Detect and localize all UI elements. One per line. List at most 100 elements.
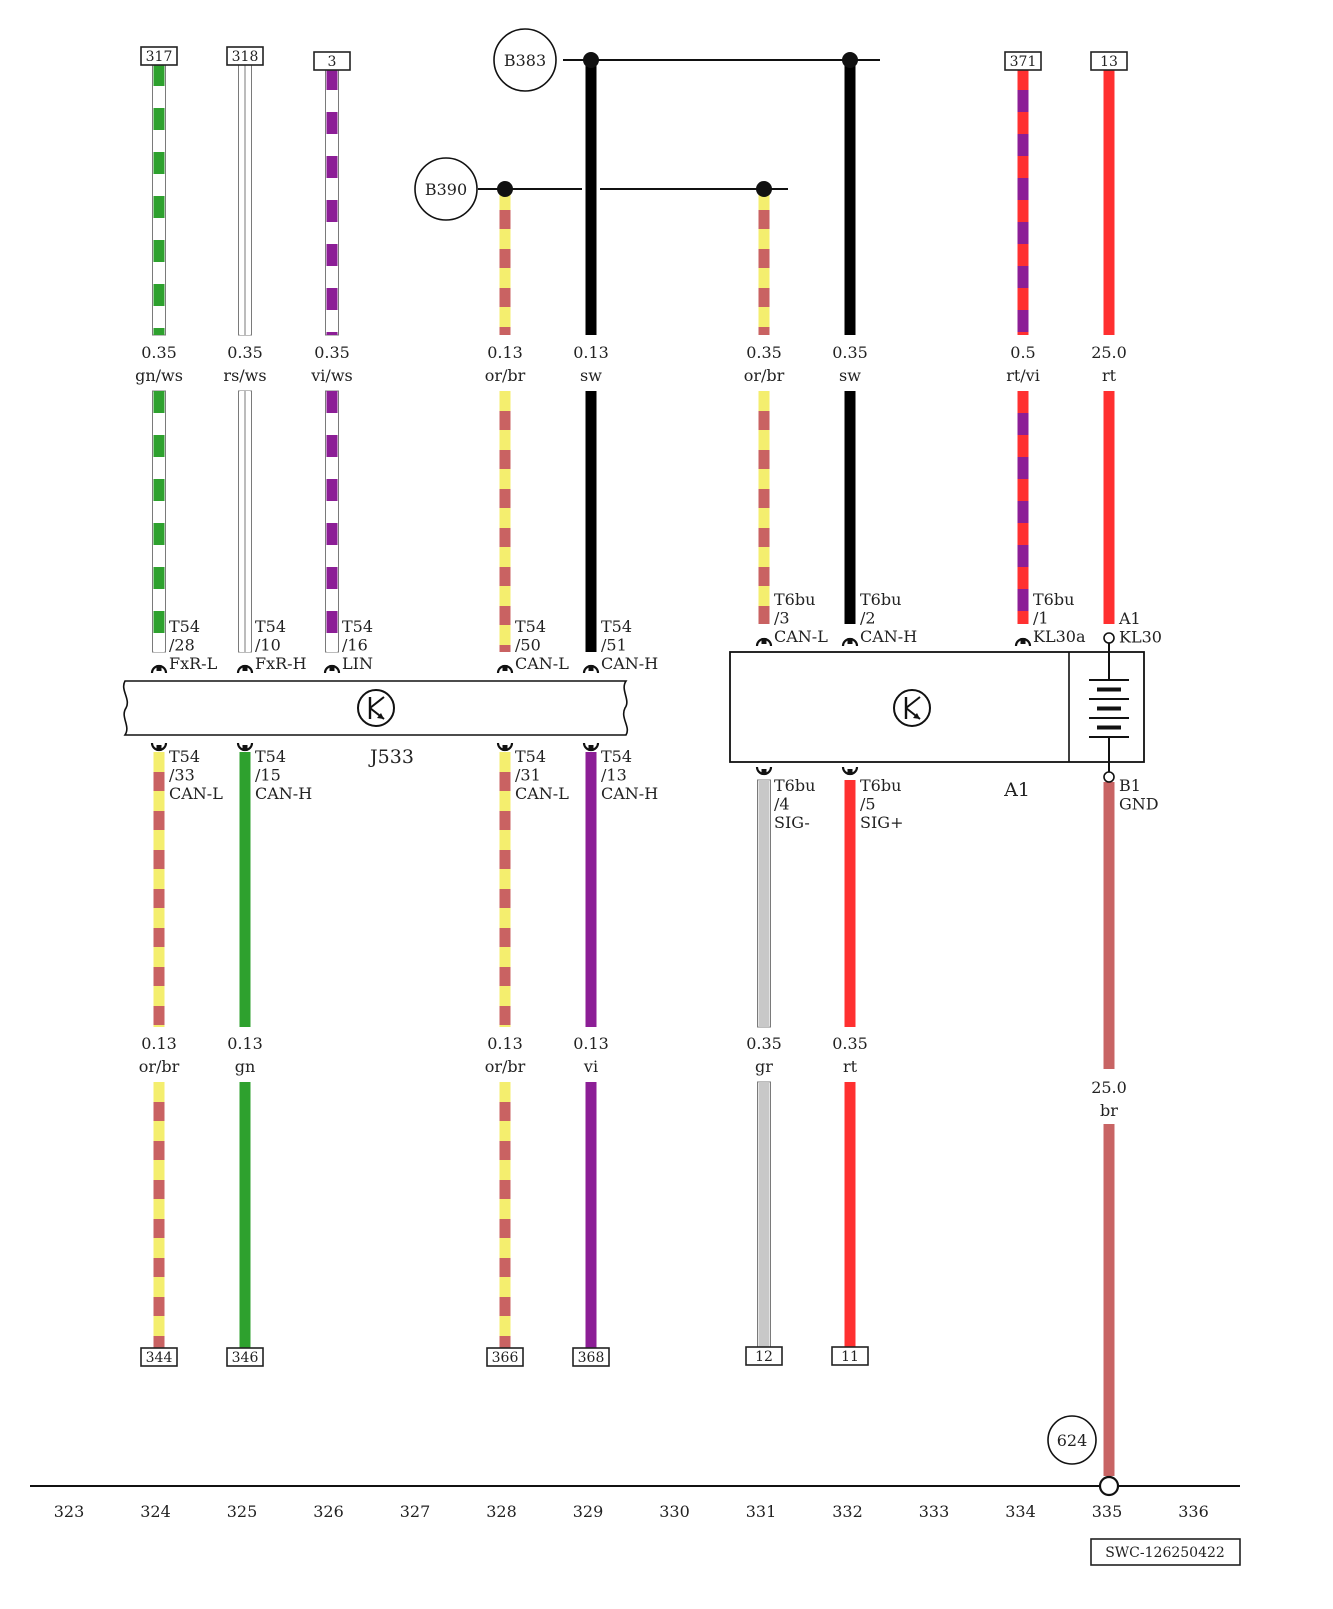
- wire-w368-upper: [585, 752, 597, 1027]
- p4-line1: /50: [515, 636, 541, 655]
- p5-line1: /51: [601, 636, 627, 655]
- grid-number-336: 336: [1178, 1502, 1209, 1521]
- wire-w13-size: 25.0: [1091, 343, 1127, 362]
- wire-w366-size: 0.13: [487, 1034, 523, 1053]
- wire-wB383b-upper: [844, 60, 856, 335]
- ref-366: 366: [486, 1347, 524, 1367]
- p11-line0: T6bu: [860, 590, 901, 609]
- wire-w346-color: gn: [235, 1057, 256, 1076]
- ref-344: 344: [140, 1347, 178, 1367]
- wires-layer: [152, 60, 1115, 1476]
- drawing-id-label: SWC-126250422: [1105, 1545, 1225, 1561]
- p3-line2: LIN: [342, 654, 373, 673]
- wire-gnd-size: 25.0: [1091, 1078, 1127, 1097]
- p11-line1: /2: [860, 609, 876, 628]
- node-624-label: 624: [1057, 1431, 1088, 1450]
- wire-w3-size: 0.35: [314, 343, 350, 362]
- wire-w3-color: vi/ws: [310, 366, 352, 385]
- grid-number-325: 325: [227, 1502, 258, 1521]
- p9-line1: /13: [601, 766, 627, 785]
- p3-line1: /16: [342, 636, 368, 655]
- grid-number-329: 329: [573, 1502, 604, 1521]
- ref-3: 3: [313, 51, 351, 71]
- node-624: [1047, 1415, 1097, 1465]
- grid-number-323: 323: [54, 1502, 85, 1521]
- p9-line2: CAN-H: [601, 784, 658, 803]
- electronic-unit-icon-a1: [893, 689, 931, 727]
- grid-number-326: 326: [313, 1502, 344, 1521]
- p15-line1: /5: [860, 795, 876, 814]
- wire-wB383a-size: 0.13: [573, 343, 609, 362]
- wire-wB390b-size: 0.35: [746, 343, 782, 362]
- p6-line2: CAN-L: [169, 784, 223, 803]
- wire-wB390b-upper: [758, 190, 770, 335]
- bus-lines: [30, 52, 1240, 1487]
- wire-w3-lower: [325, 390, 339, 653]
- ground-terminal: [1098, 1475, 1120, 1497]
- wire-w12-lower: [757, 1081, 771, 1349]
- p15-line2: SIG+: [860, 813, 903, 832]
- wire-w366-lower: [499, 1082, 511, 1348]
- wire-wB390b-color: or/br: [744, 366, 785, 385]
- ref-371: 371: [1004, 51, 1042, 71]
- pin-hook-j533-top-2: [323, 664, 341, 674]
- wire-w346-upper: [239, 752, 251, 1027]
- p6-line0: T54: [169, 747, 200, 766]
- p8-line0: T54: [515, 747, 546, 766]
- wire-w11-upper: [844, 780, 856, 1027]
- p7-line1: /15: [255, 766, 281, 785]
- wire-w318-upper: [238, 63, 252, 336]
- p10-line2: CAN-L: [774, 627, 828, 646]
- wire-w12-upper: [757, 779, 771, 1028]
- wire-w366-color: or/br: [485, 1057, 526, 1076]
- wire-wB383b-lower: [844, 391, 856, 624]
- wire-wB390a-lower: [499, 391, 511, 652]
- junction-dot-0: [583, 52, 599, 68]
- pin-hook-j533-top-0: [150, 664, 168, 674]
- pin-hook-a1-top-0: [755, 637, 773, 647]
- wire-w318-size: 0.35: [227, 343, 263, 362]
- ref-11-label: 11: [841, 1349, 859, 1365]
- ref-13: 13: [1090, 51, 1128, 71]
- ref-344-label: 344: [146, 1350, 173, 1366]
- grid-number-330: 330: [659, 1502, 690, 1521]
- wire-gnd-lower: [1103, 1124, 1115, 1476]
- p12-line1: /1: [1033, 609, 1049, 628]
- p4-line0: T54: [515, 617, 546, 636]
- wire-wB390b-lower: [758, 391, 770, 624]
- pin-hook-j533-bottom-0: [150, 742, 168, 752]
- wire-w11-size: 0.35: [832, 1034, 868, 1053]
- p8-line1: /31: [515, 766, 541, 785]
- ref-318: 318: [226, 46, 264, 66]
- grid-number-332: 332: [832, 1502, 863, 1521]
- wire-wB383b-color: sw: [839, 366, 861, 385]
- wire-wB383a-upper: [585, 60, 597, 335]
- p13-line0: A1: [1118, 609, 1141, 628]
- p16-line0: B1: [1119, 776, 1141, 795]
- pin-hook-a1-bottom-0: [755, 766, 773, 776]
- p2-line0: T54: [255, 617, 286, 636]
- ref-346: 346: [226, 1347, 264, 1367]
- ref-12-label: 12: [755, 1349, 773, 1365]
- grid-number-327: 327: [400, 1502, 431, 1521]
- pin-hook-j533-bottom-3: [582, 742, 600, 752]
- wire-w12-size: 0.35: [746, 1034, 782, 1053]
- ref-11: 11: [831, 1346, 869, 1366]
- ref-12: 12: [745, 1346, 783, 1366]
- p5-line2: CAN-H: [601, 654, 658, 673]
- p4-line2: CAN-L: [515, 654, 569, 673]
- pin-hook-j533-bottom-1: [236, 742, 254, 752]
- wire-w11-color: rt: [843, 1057, 858, 1076]
- p7-line0: T54: [255, 747, 286, 766]
- grid-number-334: 334: [1005, 1502, 1036, 1521]
- drawing-id-box: SWC-126250422: [1090, 1538, 1241, 1566]
- ref-366-label: 366: [492, 1350, 519, 1366]
- ref-13-label: 13: [1100, 54, 1118, 70]
- pin-hook-a1-bottom-1: [841, 766, 859, 776]
- terminal-a1: [1103, 632, 1115, 644]
- components-layer: [122, 28, 1145, 1497]
- p15-line0: T6bu: [860, 776, 901, 795]
- wire-w344-color: or/br: [139, 1057, 180, 1076]
- p2-line2: FxR-H: [255, 654, 307, 673]
- component-a1: [729, 651, 1145, 763]
